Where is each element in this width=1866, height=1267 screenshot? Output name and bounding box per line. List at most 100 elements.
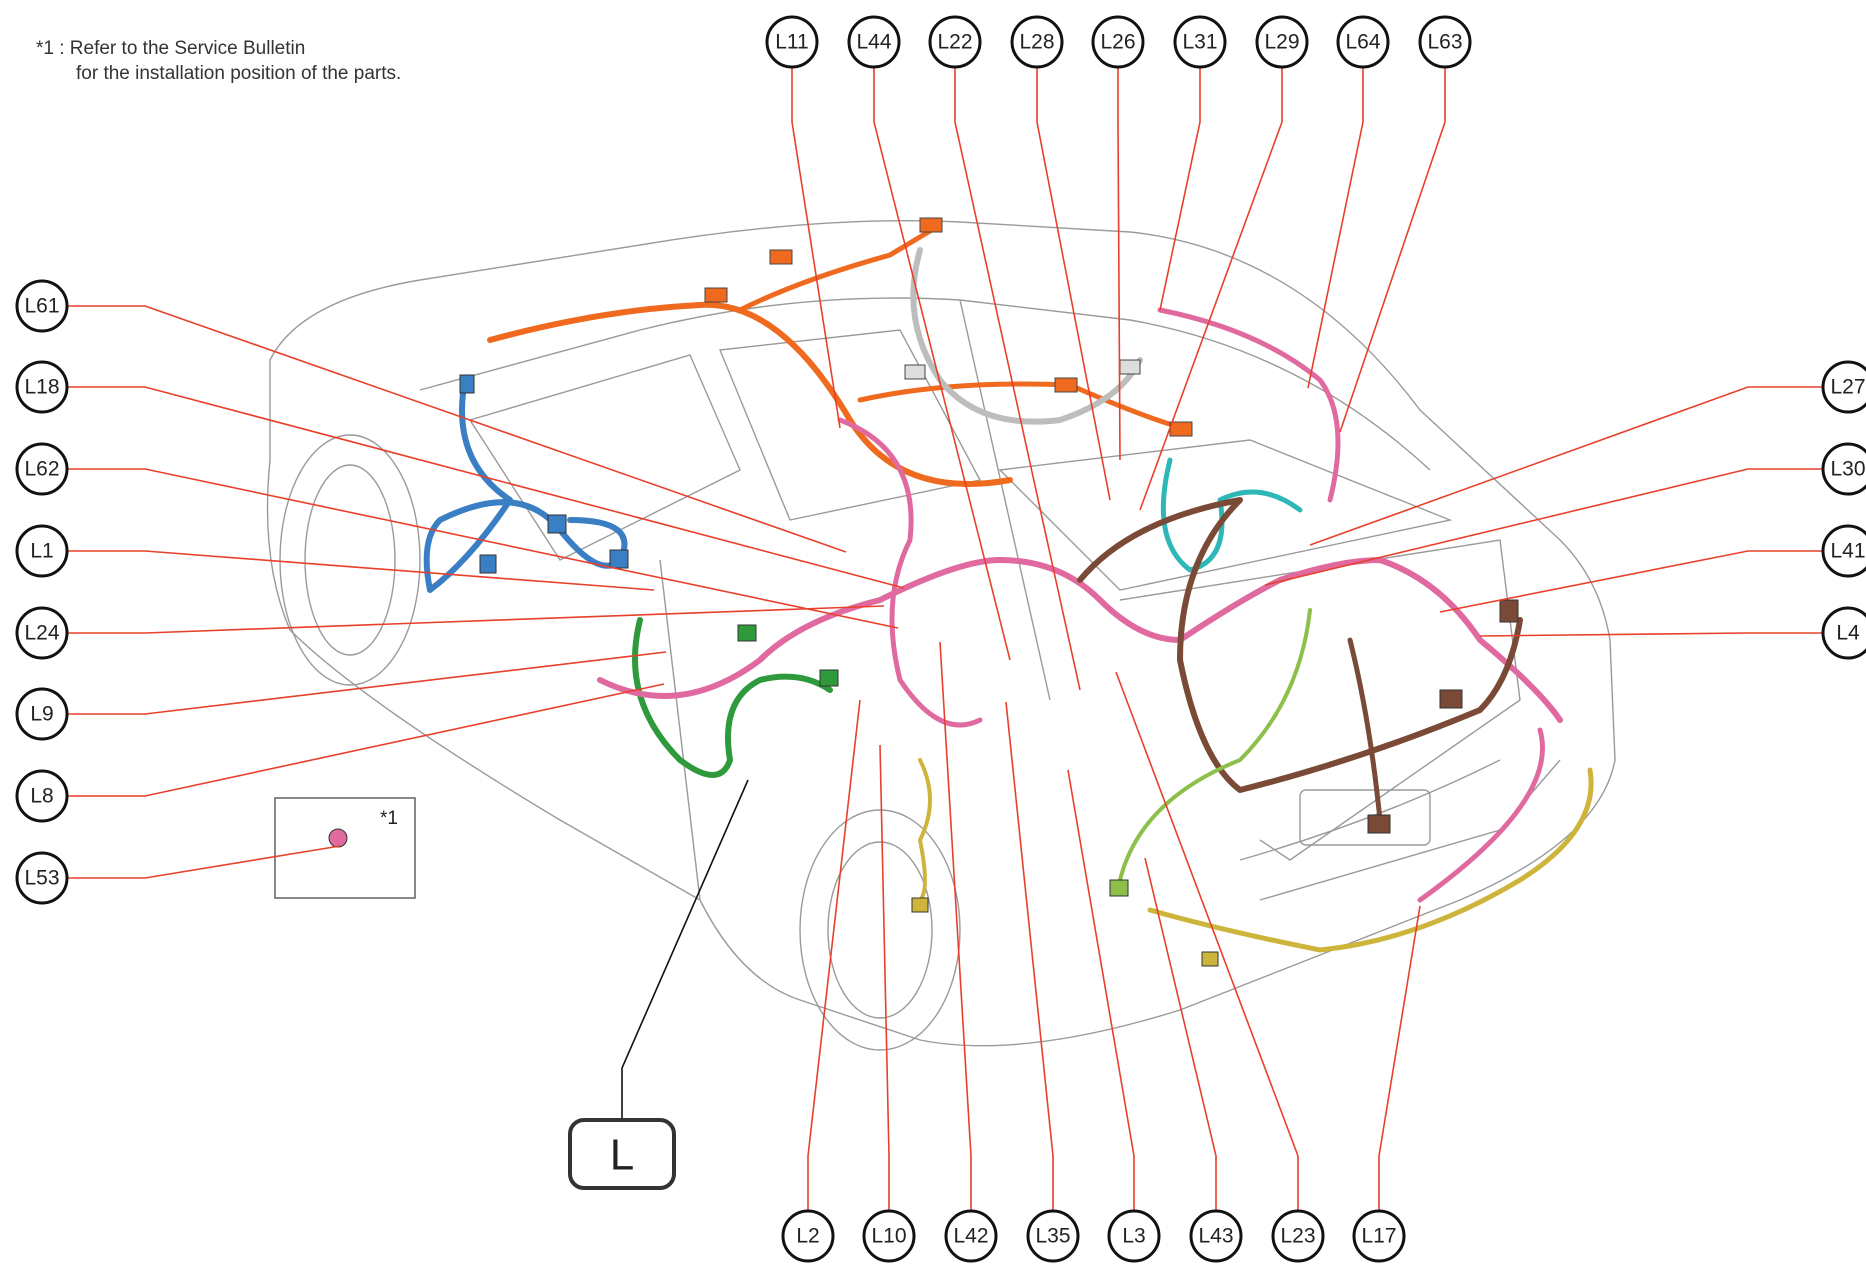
leader-line-bottom-7 <box>1378 905 1421 1211</box>
harness-orange <box>487 217 1193 487</box>
callout-ring <box>1107 1209 1161 1263</box>
leader-line-bottom-0 <box>807 699 861 1211</box>
note-line-2: for the installation position of the par… <box>76 63 402 84</box>
callout-l31: L31 <box>1173 15 1227 69</box>
callout-ring <box>862 1209 916 1263</box>
callout-ring <box>928 15 982 69</box>
callout-label: L8 <box>30 785 53 808</box>
callout-ring <box>15 687 69 741</box>
callout-l53: L53 <box>15 851 69 905</box>
callout-label: L10 <box>871 1225 906 1248</box>
leader-line-left-7 <box>67 845 341 879</box>
callout-label: L17 <box>1361 1225 1396 1248</box>
main-harness-label: L <box>610 1131 634 1180</box>
leader-line-bottom-6 <box>1115 671 1299 1211</box>
callout-label: L22 <box>937 31 972 54</box>
callout-l28: L28 <box>1010 15 1064 69</box>
leader-line-top-0 <box>791 67 841 429</box>
leader-line-bottom-1 <box>879 744 890 1211</box>
callout-ring <box>15 279 69 333</box>
callout-ring <box>1821 360 1866 414</box>
harness-lime <box>1109 608 1312 897</box>
callout-l62: L62 <box>15 442 69 496</box>
callout-label: L61 <box>24 295 59 318</box>
callout-ring <box>15 769 69 823</box>
leader-line-top-1 <box>873 67 1011 661</box>
leader-line-bottom-3 <box>1005 701 1054 1211</box>
leader-line-left-5 <box>67 651 667 715</box>
harness-blue <box>423 374 629 593</box>
callout-ring <box>15 606 69 660</box>
callout-label: L23 <box>1280 1225 1315 1248</box>
callout-label: L1 <box>30 540 53 563</box>
leader-line-left-3 <box>67 550 655 591</box>
callout-label: L26 <box>1100 31 1135 54</box>
leader-line-right-0 <box>1309 386 1823 546</box>
callout-l22: L22 <box>928 15 982 69</box>
note-line-1: *1 : Refer to the Service Bulletin <box>36 38 306 59</box>
callout-l42: L42 <box>944 1209 998 1263</box>
leader-line-top-4 <box>1117 67 1121 461</box>
leader-line-bottom-4 <box>1067 769 1135 1211</box>
callout-label: L63 <box>1427 31 1462 54</box>
callout-ring <box>15 851 69 905</box>
callout-label: L64 <box>1345 31 1380 54</box>
leader-line-top-5 <box>1159 67 1201 311</box>
harness-brown <box>1077 497 1523 834</box>
callout-l8: L8 <box>15 769 69 823</box>
callout-ring <box>1418 15 1472 69</box>
callout-l44: L44 <box>847 15 901 69</box>
leader-line-left-0 <box>67 305 847 553</box>
callout-ring <box>1821 524 1866 578</box>
callout-ring <box>1010 15 1064 69</box>
callout-l17: L17 <box>1352 1209 1406 1263</box>
callout-l24: L24 <box>15 606 69 660</box>
callout-ring <box>15 442 69 496</box>
callout-label: L28 <box>1019 31 1054 54</box>
callout-l18: L18 <box>15 360 69 414</box>
callout-l11: L11 <box>765 15 819 69</box>
leader-line-right-2 <box>1439 550 1823 613</box>
inset-label: *1 <box>380 808 398 829</box>
leader-line-top-7 <box>1307 67 1364 389</box>
callout-ring <box>847 15 901 69</box>
leader-line-top-6 <box>1139 67 1283 511</box>
callout-label: L41 <box>1830 540 1865 563</box>
callout-label: L3 <box>1122 1225 1145 1248</box>
callout-l29: L29 <box>1255 15 1309 69</box>
callout-label: L44 <box>856 31 891 54</box>
callout-label: L31 <box>1182 31 1217 54</box>
callout-label: L2 <box>796 1225 819 1248</box>
callout-ring <box>765 15 819 69</box>
callout-l30: L30 <box>1821 442 1866 496</box>
harness-gray <box>904 247 1143 425</box>
callout-ring <box>1255 15 1309 69</box>
callout-l23: L23 <box>1271 1209 1325 1263</box>
callout-label: L62 <box>24 458 59 481</box>
callout-label: L27 <box>1830 376 1865 399</box>
callout-l27: L27 <box>1821 360 1866 414</box>
callout-label: L35 <box>1035 1225 1070 1248</box>
callout-ring <box>1336 15 1390 69</box>
callout-l3: L3 <box>1107 1209 1161 1263</box>
main-harness-label-group: L <box>568 779 749 1190</box>
callout-l35: L35 <box>1026 1209 1080 1263</box>
callout-label: L29 <box>1264 31 1299 54</box>
callout-l26: L26 <box>1091 15 1145 69</box>
callout-label: L30 <box>1830 458 1865 481</box>
leader-line-right-1 <box>1264 468 1823 586</box>
callout-label: L42 <box>953 1225 988 1248</box>
callout-ring <box>1173 15 1227 69</box>
callout-label: L53 <box>24 867 59 890</box>
leader-line-top-3 <box>1036 67 1111 501</box>
harness-yellow <box>911 758 1594 967</box>
callout-ring <box>1026 1209 1080 1263</box>
harness-pink <box>597 307 1563 903</box>
callout-label: L43 <box>1198 1225 1233 1248</box>
callout-l2: L2 <box>781 1209 835 1263</box>
callout-ring <box>944 1209 998 1263</box>
leader-line-top-8 <box>1339 67 1446 433</box>
leader-line-top-2 <box>954 67 1081 691</box>
